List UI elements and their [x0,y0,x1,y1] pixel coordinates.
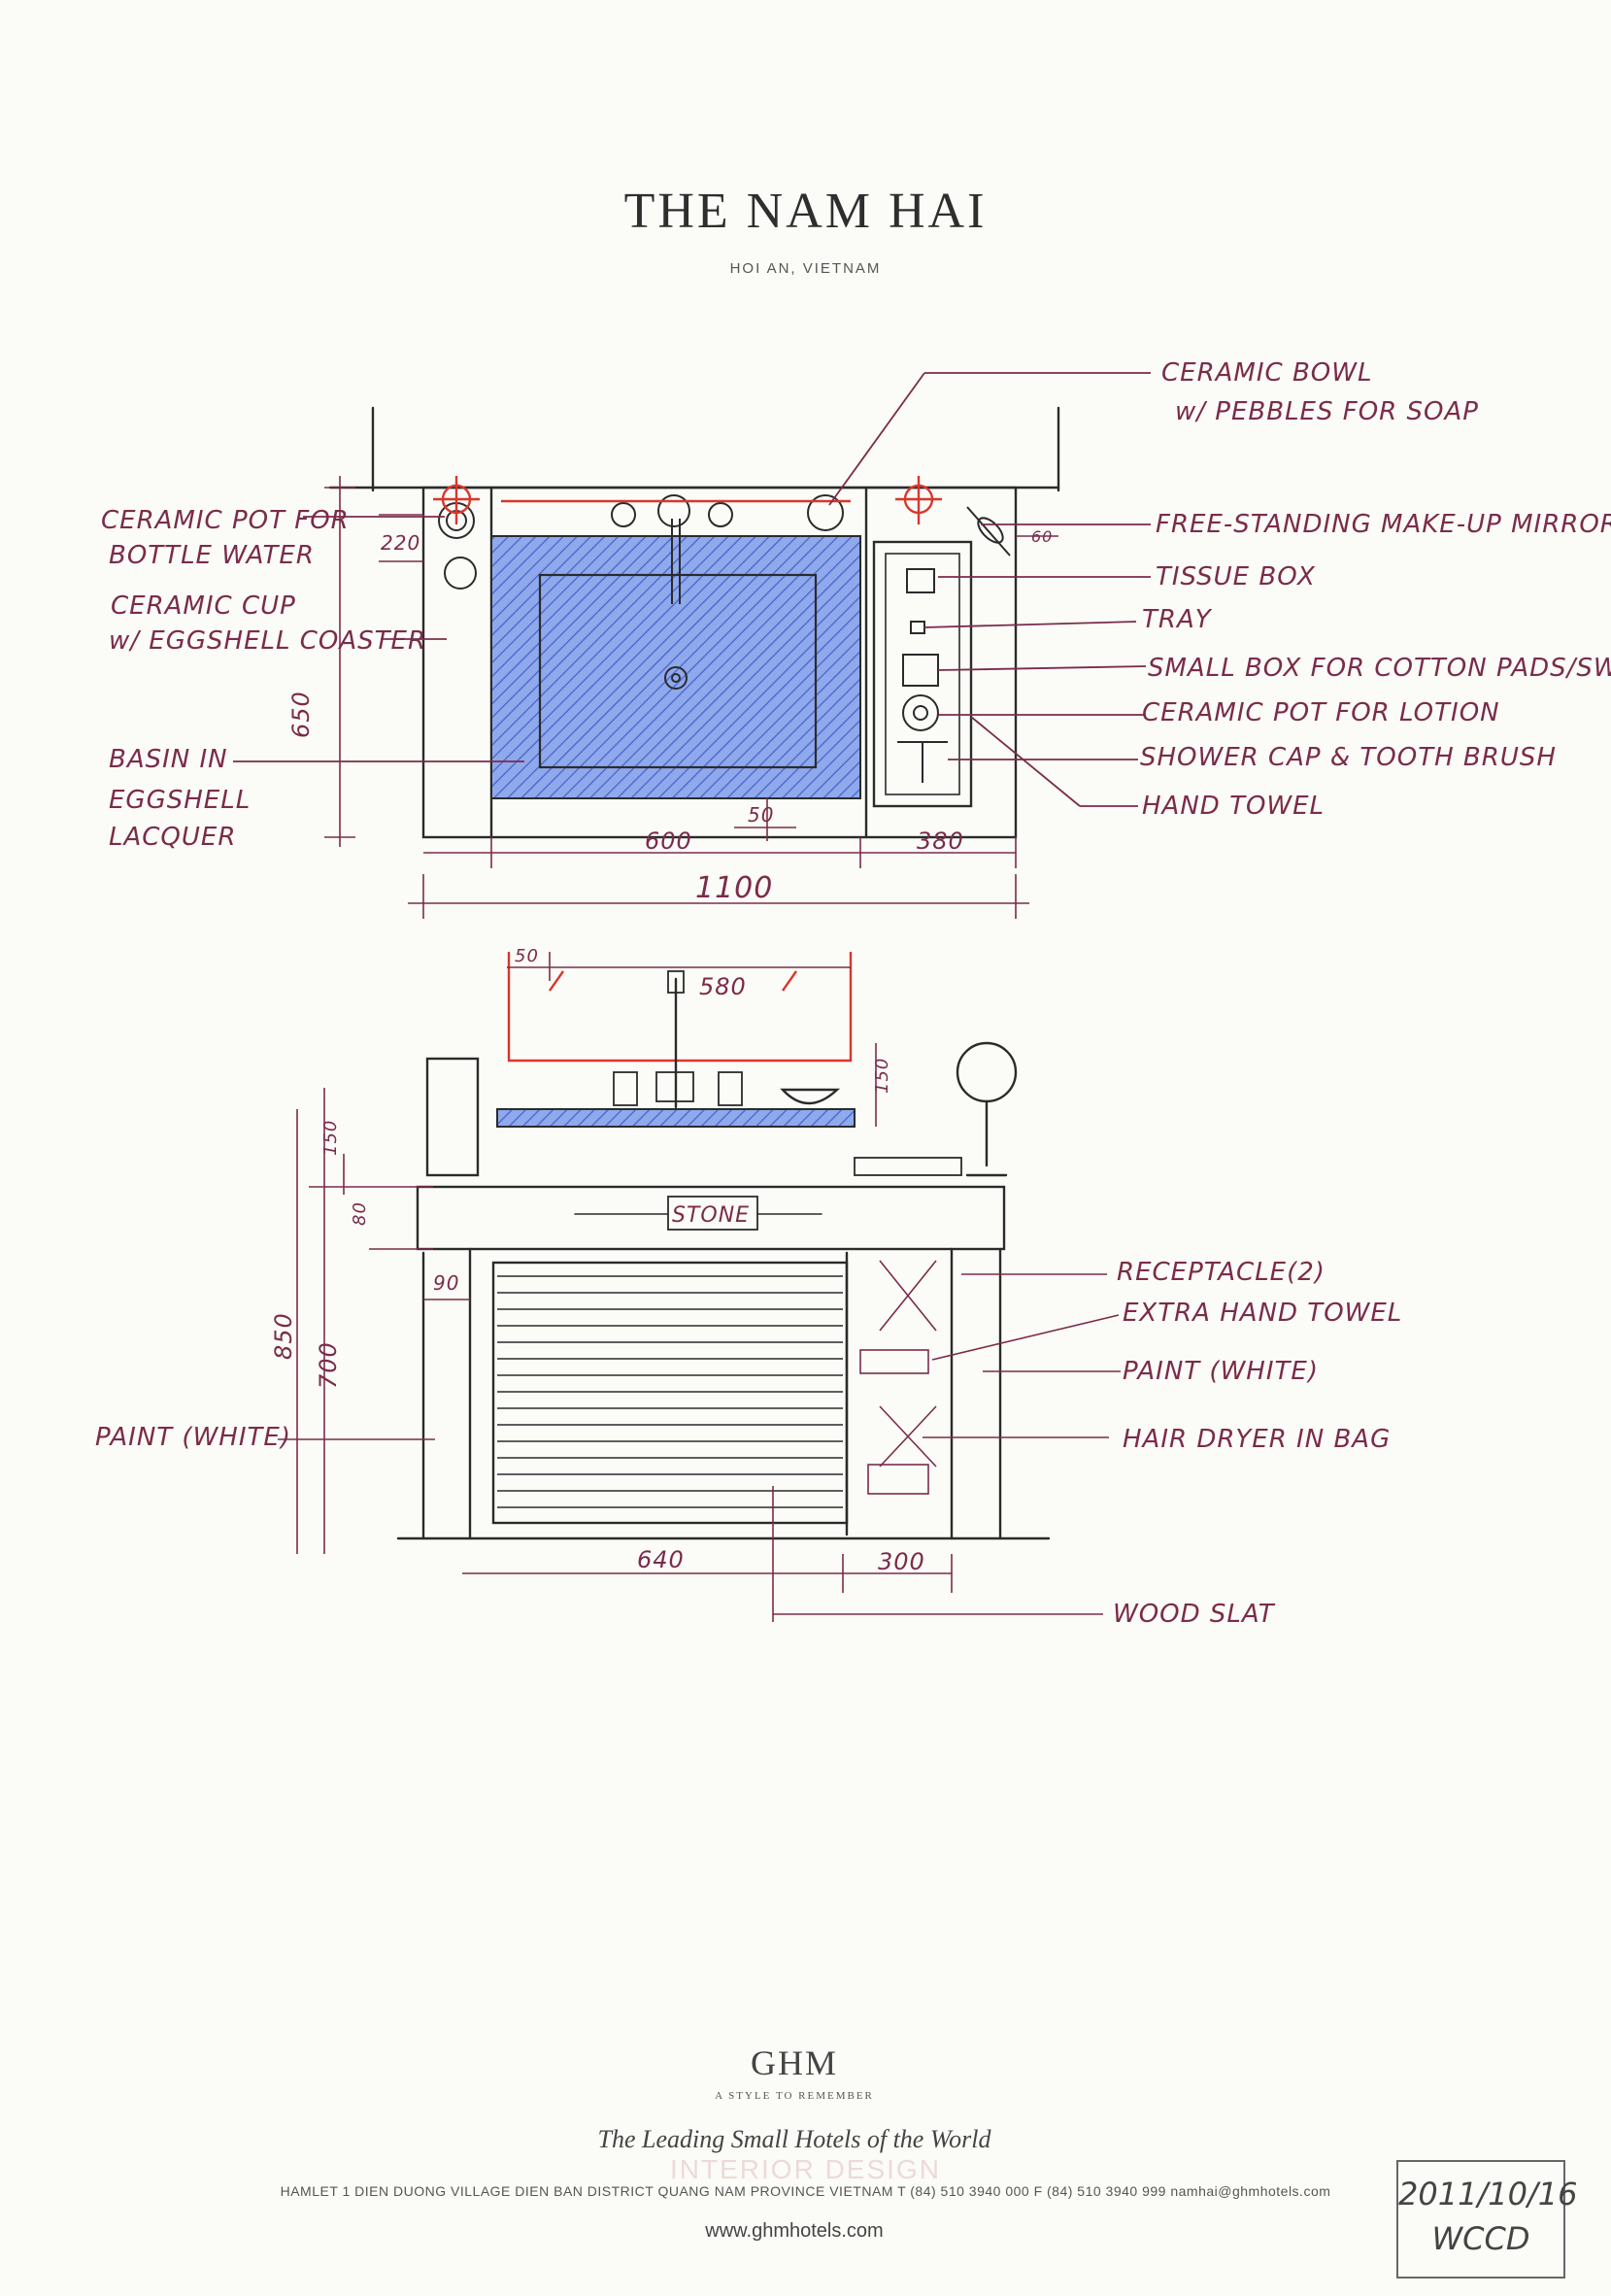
plan-tray [910,621,925,634]
label-paint-right: PAINT (WHITE) [1123,1357,1319,1386]
elevation-wood-slats [491,1261,849,1525]
page-title: THE NAM HAI [623,184,988,239]
plan-cotton-box [902,654,939,687]
date-stamp: 2011/10/16 WCCD [1396,2160,1578,2279]
ghm-tagline: A STYLE TO REMEMBER [715,2090,874,2102]
elevation-mirror-stand [956,1041,1018,1103]
plan-drawer-unit [872,540,973,808]
ghm-logo: GHM [750,2043,838,2082]
label-shower-cap: SHOWER CAP & TOOTH BRUSH [1140,743,1557,772]
label-receptacle: RECEPTACLE(2) [1117,1258,1326,1287]
footer-address: HAMLET 1 DIEN DUONG VILLAGE DIEN BAN DIS… [280,2183,1331,2199]
plan-countertop [421,486,1018,839]
elev-dim-150a: 150 [872,1058,892,1094]
label-basin: BASIN IN [109,745,228,774]
plan-tap-right [708,502,733,527]
label-lotion-pot: CERAMIC POT FOR LOTION [1142,698,1500,727]
elevation-stone-label-box [667,1196,758,1231]
elevation-hair-dryer [867,1464,929,1495]
footer-website[interactable]: www.ghmhotels.com [705,2220,884,2242]
elev-dim-80: 80 [350,1201,370,1226]
label-hand-towel: HAND TOWEL [1142,792,1325,821]
label-basin-2: EGGSHELL [109,786,251,815]
label-ceramic-pot: CERAMIC POT FOR [101,506,350,535]
label-ceramic-bowl-2: w/ PEBBLES FOR SOAP [1175,397,1479,426]
label-ceramic-pot-2: BOTTLE WATER [109,541,315,570]
elevation-soap-bowl [780,1088,841,1105]
plan-tissue-box [906,568,935,593]
label-basin-3: LACQUER [109,823,236,852]
plan-tap-left [611,502,636,527]
dim-60: 60 [1031,527,1053,546]
stamp-date: 2011/10/16 [1398,2176,1578,2212]
elev-dim-150b: 150 [320,1120,341,1156]
label-ceramic-cup: CERAMIC CUP [111,591,296,621]
label-ceramic-cup-2: w/ EGGSHELL COASTER [109,626,426,656]
elev-dim-640: 640 [637,1546,685,1573]
label-mirror: FREE-STANDING MAKE-UP MIRROR [1156,510,1611,539]
page-subtitle: HOI AN, VIETNAM [729,260,882,277]
elev-dim-850: 850 [270,1312,297,1360]
lhw-logo: The Leading Small Hotels of the World [597,2125,991,2153]
elevation-mirror [507,952,853,1063]
watermark: INTERIOR DESIGN [670,2154,941,2184]
elevation-basin [496,1108,856,1128]
dim-600: 600 [645,827,692,855]
label-stone: STONE [672,1203,750,1228]
dim-380: 380 [917,827,964,855]
elevation-vanity [396,970,1051,1540]
label-extra-towel: EXTRA HAND TOWEL [1123,1299,1402,1328]
elevation-stone-top [416,1185,1006,1251]
elevation-extra-towel [859,1349,929,1374]
elev-dim-300: 300 [878,1548,925,1575]
plan-soap-bowl [807,494,844,531]
plan-mirror [966,506,1011,557]
elev-dim-700: 700 [315,1341,342,1389]
elev-dim-90: 90 [433,1271,459,1295]
label-wood-slat: WOOD SLAT [1113,1600,1276,1629]
dim-50: 50 [748,803,774,827]
label-paint-left: PAINT (WHITE) [95,1423,291,1452]
elevation-water-bottle [425,1057,480,1177]
plan-tap-center [657,494,690,527]
elev-dim-580: 580 [699,973,747,1000]
label-hair-dryer: HAIR DRYER IN BAG [1123,1425,1391,1454]
dim-650: 650 [287,691,315,738]
dim-220: 220 [381,531,420,555]
plan-lotion-pot [902,694,939,731]
dim-1100: 1100 [695,871,773,905]
label-tray: TRAY [1142,605,1213,634]
label-ceramic-bowl: CERAMIC BOWL [1161,358,1372,388]
label-cotton-box: SMALL BOX FOR COTTON PADS/SWABS [1148,654,1611,683]
plan-drain [664,666,688,690]
stamp-initials: WCCD [1431,2220,1530,2257]
elev-dim-50: 50 [515,946,539,966]
label-tissue-box: TISSUE BOX [1156,562,1316,591]
plan-cup [444,557,477,590]
